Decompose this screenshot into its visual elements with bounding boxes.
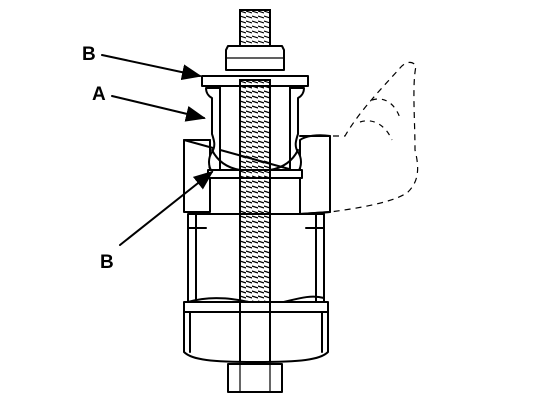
callout-leaders <box>101 54 214 246</box>
bottom-nut <box>227 363 283 393</box>
rod-overlay <box>239 79 271 303</box>
label-b-bottom: B <box>100 252 114 273</box>
suspension-arm <box>299 61 419 215</box>
label-b-top: B <box>82 44 96 65</box>
upper-nut <box>225 45 285 71</box>
label-a: A <box>92 84 106 105</box>
bushing <box>205 87 221 173</box>
